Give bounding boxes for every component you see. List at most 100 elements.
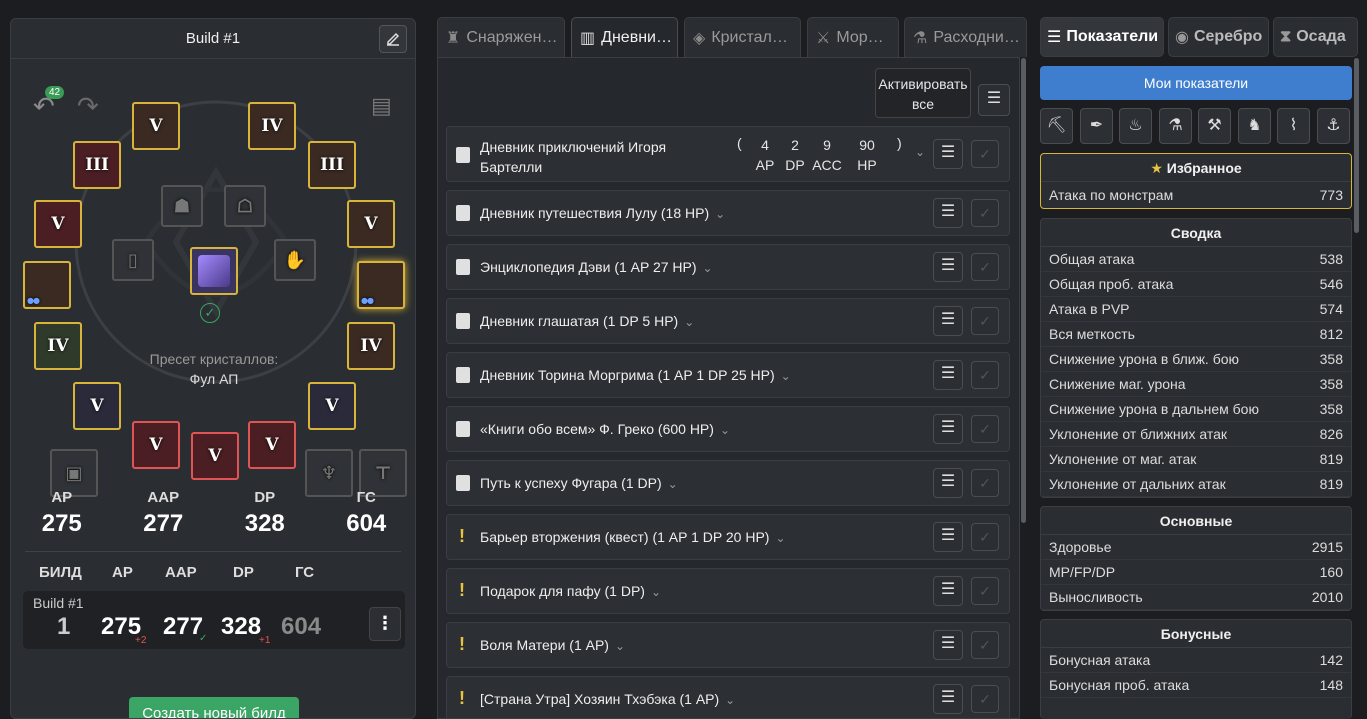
slot-ring-2[interactable]: V: [347, 200, 395, 248]
chevron-down-icon[interactable]: ⌄: [684, 315, 695, 329]
journal-entry[interactable]: ! Барьер вторжения (квест) (1 AP 1 DP 20 …: [446, 514, 1010, 560]
redo-icon[interactable]: ↷: [77, 91, 99, 121]
entry-checkbox[interactable]: ✓: [971, 199, 999, 227]
slot-necklace[interactable]: III: [73, 141, 121, 189]
chevron-down-icon[interactable]: ⌄: [650, 585, 662, 599]
stat-category-icons: ⛏ ✒ ♨ ⚗ ⚒ ♞ ⌇ ⚓: [1040, 108, 1352, 146]
chevron-down-icon[interactable]: ⌄: [702, 261, 713, 275]
entry-list-button[interactable]: ☰: [933, 252, 963, 282]
book-stack-icon[interactable]: ▤: [371, 93, 392, 118]
entry-list-button[interactable]: ☰: [933, 198, 963, 228]
slot-belt-2[interactable]: ●●: [357, 261, 405, 309]
slot-lightstone-1[interactable]: ♆: [305, 449, 353, 497]
tab-siege[interactable]: ⧗Осада: [1273, 17, 1358, 57]
pickaxe-icon[interactable]: ⛏: [1040, 108, 1073, 144]
journal-entry[interactable]: Дневник Торина Моргрима (1 AP 1 DP 25 HP…: [446, 352, 1010, 398]
list-toggle-all-button[interactable]: ☰: [978, 84, 1010, 116]
tab-stats[interactable]: ☰Показатели: [1040, 17, 1164, 57]
journal-entry[interactable]: !Подарок для пафу (1 DP)⌄☰✓: [446, 568, 1010, 614]
entry-list-button[interactable]: ☰: [933, 684, 963, 714]
entry-list-button[interactable]: ☰: [933, 522, 963, 552]
entry-list-button[interactable]: ☰: [933, 576, 963, 606]
build-row[interactable]: Build #1 1 275 +2 277 ✓ 328 +1 604 ⋮: [23, 591, 405, 649]
journal-scrollbar[interactable]: [1021, 58, 1026, 523]
tab-equipment[interactable]: ♜Снаряжен…: [437, 17, 565, 57]
chevron-down-icon[interactable]: ⌄: [715, 207, 726, 221]
chevron-down-icon[interactable]: ⌄: [775, 531, 786, 545]
edit-build-button[interactable]: [379, 25, 407, 53]
hammer-icon[interactable]: ⚒: [1198, 108, 1231, 144]
slot-ring-1[interactable]: III: [308, 141, 356, 189]
slot-armor[interactable]: IV: [248, 102, 296, 150]
journal-entry[interactable]: Дневник путешествия Лулу (18 HP)⌄☰✓: [446, 190, 1010, 236]
journal-entry[interactable]: Дневник глашатая (1 DP 5 HP)⌄☰✓: [446, 298, 1010, 344]
tab-journals[interactable]: ▥Дневни…: [571, 17, 678, 57]
build-menu-button[interactable]: ⋮: [369, 607, 401, 641]
journal-entry[interactable]: ![Страна Утра] Хозяин Тхэбэка (1 AP)⌄☰✓: [446, 676, 1010, 718]
slot-costume-gloves[interactable]: ✋: [274, 239, 316, 281]
slot-awakening-weapon[interactable]: V: [248, 421, 296, 469]
journal-entry[interactable]: Путь к успеху Фугара (1 DP)⌄☰✓: [446, 460, 1010, 506]
entry-checkbox[interactable]: ✓: [971, 631, 999, 659]
entry-checkbox[interactable]: ✓: [971, 415, 999, 443]
chevron-down-icon[interactable]: ⌄: [915, 145, 926, 159]
entry-checkbox[interactable]: ✓: [971, 140, 999, 168]
entry-list-button[interactable]: ☰: [933, 630, 963, 660]
alchemy-icon[interactable]: ⚗: [1159, 108, 1192, 144]
slot-earring-1[interactable]: V: [34, 200, 82, 248]
fishing-icon[interactable]: ⌇: [1277, 108, 1310, 144]
slot-helmet[interactable]: V: [132, 102, 180, 150]
entry-checkbox[interactable]: ✓: [971, 469, 999, 497]
tab-sea[interactable]: ⚔Мор…: [807, 17, 899, 57]
slot-crystal-preset[interactable]: [190, 247, 238, 295]
slot-artifact[interactable]: ▣: [50, 449, 98, 497]
slot-costume-armor[interactable]: ☖: [224, 185, 266, 227]
entry-list-button[interactable]: ☰: [933, 306, 963, 336]
my-stats-button[interactable]: Мои показатели: [1040, 66, 1352, 100]
slot-costume-helmet[interactable]: ☗: [161, 185, 203, 227]
tab-silver[interactable]: ◉Серебро: [1168, 17, 1269, 57]
tab-consumables[interactable]: ⚗Расходни…: [904, 17, 1027, 57]
entry-checkbox[interactable]: ✓: [971, 523, 999, 551]
slot-boots[interactable]: IV: [347, 322, 395, 370]
slot-costume-boots[interactable]: ▯: [112, 239, 154, 281]
entry-checkbox[interactable]: ✓: [971, 253, 999, 281]
slot-main-weapon[interactable]: V: [132, 421, 180, 469]
chevron-down-icon[interactable]: ⌄: [614, 639, 626, 653]
entry-list-button[interactable]: ☰: [933, 468, 963, 498]
horse-icon[interactable]: ♞: [1238, 108, 1271, 144]
slot-offhand[interactable]: V: [73, 382, 121, 430]
journal-entry[interactable]: Энциклопедия Дэви (1 AP 27 HP)⌄☰✓: [446, 244, 1010, 290]
tab-crystals[interactable]: ◈Кристал…: [684, 17, 801, 57]
slot-belt[interactable]: ●●: [23, 261, 71, 309]
slot-gloves[interactable]: IV: [34, 322, 82, 370]
slot-sub-weapon[interactable]: V: [191, 432, 239, 480]
chevron-down-icon[interactable]: ⌄: [667, 477, 678, 491]
create-build-button[interactable]: Создать новый билд: [129, 697, 299, 718]
slot-lightstone-2[interactable]: ⊤: [359, 449, 407, 497]
chevron-down-icon[interactable]: ⌄: [780, 369, 791, 383]
journal-entry-name: Барьер вторжения (квест) (1 AP 1 DP 20 H…: [480, 529, 786, 545]
entry-list-button[interactable]: ☰: [933, 360, 963, 390]
entry-list-button[interactable]: ☰: [933, 414, 963, 444]
stats-scrollbar[interactable]: [1354, 58, 1359, 233]
entry-checkbox[interactable]: ✓: [971, 361, 999, 389]
chevron-down-icon[interactable]: ⌄: [719, 423, 730, 437]
anchor-icon[interactable]: ⚓: [1317, 108, 1350, 144]
activate-all-button[interactable]: Активировать все: [875, 68, 971, 118]
entry-list-button[interactable]: ☰: [933, 139, 963, 169]
quest-icon: !: [459, 526, 465, 546]
cooking-icon[interactable]: ♨: [1119, 108, 1152, 144]
summary-title: Сводка: [1041, 219, 1351, 247]
rifle-icon[interactable]: ✒: [1080, 108, 1113, 144]
journal-entry-name: [Страна Утра] Хозяин Тхэбэка (1 AP)⌄: [480, 691, 736, 707]
chevron-down-icon[interactable]: ⌄: [725, 693, 736, 707]
entry-checkbox[interactable]: ✓: [971, 577, 999, 605]
entry-checkbox[interactable]: ✓: [971, 307, 999, 335]
slot-awakening[interactable]: V: [308, 382, 356, 430]
journal-entry[interactable]: «Книги обо всем» Ф. Греко (600 HP)⌄☰✓: [446, 406, 1010, 452]
entry-checkbox[interactable]: ✓: [971, 685, 999, 713]
journal-entry[interactable]: !Воля Матери (1 AP)⌄☰✓: [446, 622, 1010, 668]
